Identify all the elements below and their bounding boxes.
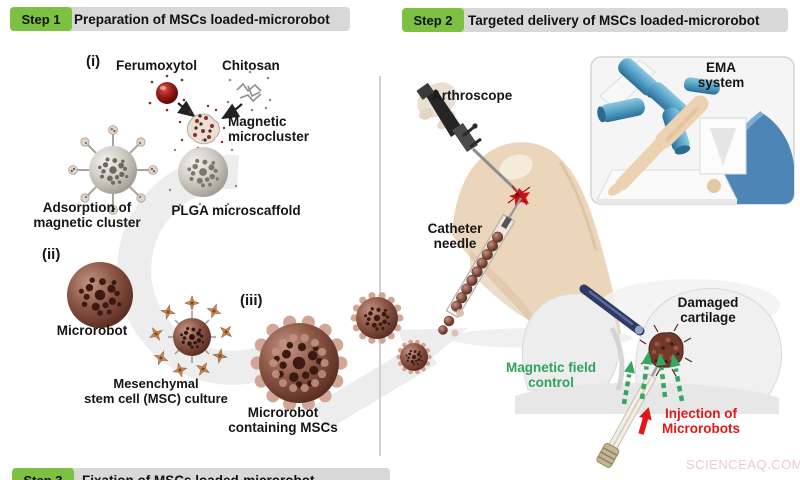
step1-bar: Step 1 Preparation of MSCs loaded-micror…: [10, 7, 350, 31]
substep-iii-label: (iii): [240, 292, 263, 309]
ferumoxytol-label: Ferumoxytol: [116, 58, 198, 73]
watermark: SCIENCEAQ.COM: [686, 457, 800, 472]
microrobot-mscs-label: Microrobot containing MSCs: [228, 405, 338, 436]
plga-microscaffold: [168, 138, 238, 207]
adsorption-label: Adsorption of magnetic cluster: [33, 200, 141, 231]
chitosan-particle: [226, 70, 272, 112]
mixing-arrows: [177, 100, 243, 120]
step3-title: Fixation of MSCs loaded-microrobot: [82, 472, 315, 480]
step3-badge-label: Step 3: [23, 472, 63, 480]
magnetic-field-control-label: Magnetic field control: [505, 360, 596, 391]
arthroscope-tool: [416, 82, 519, 193]
microrobot-sphere: [67, 262, 133, 328]
step3-bar: Step 3 Fixation of MSCs loaded-microrobo…: [12, 468, 390, 480]
injection-label: Injection of Microrobots: [661, 406, 740, 437]
step1-badge: Step 1: [10, 7, 72, 31]
ferumoxytol-particle: [148, 74, 186, 112]
microrobot-containing-mscs: [250, 315, 348, 411]
damaged-cartilage-label: Damaged cartilage: [677, 295, 739, 326]
magnetic-microcluster-label: Magnetic microcluster: [228, 114, 310, 145]
step2-badge: Step 2: [402, 8, 464, 32]
plga-label: PLGA microscaffold: [171, 203, 301, 218]
arthroscope-probe-rod: [579, 284, 645, 336]
cartilage-scene: [515, 279, 782, 414]
chitosan-label: Chitosan: [222, 58, 280, 73]
substep-i-label: (i): [86, 53, 101, 70]
microrobot-label: Microrobot: [56, 323, 128, 338]
magnetic-microcluster: [178, 104, 226, 150]
msc-culture: [145, 295, 237, 380]
flowing-microrobots: [350, 292, 432, 375]
magnetic-cluster-adsorbed-scaffold: [68, 125, 158, 215]
catheter-needle-tool: [438, 197, 522, 337]
step2-bar: Step 2 Targeted delivery of MSCs loaded-…: [402, 8, 788, 32]
step2-badge-label: Step 2: [413, 12, 453, 28]
step3-badge: Step 3: [12, 468, 74, 480]
injection-arrow: [638, 407, 652, 435]
cartilage-damage-spot: [507, 185, 531, 206]
arthroscope-label: Arthroscope: [432, 88, 513, 103]
step1-badge-label: Step 1: [21, 11, 61, 27]
injection-syringe: [596, 363, 660, 468]
ema-system-label: EMA system: [697, 60, 745, 91]
step2-title: Targeted delivery of MSCs loaded-microro…: [468, 12, 760, 28]
msc-culture-label: Mesenchymal stem cell (MSC) culture: [84, 376, 228, 406]
substep-ii-label: (ii): [42, 246, 61, 263]
step1-title: Preparation of MSCs loaded-microrobot: [74, 11, 330, 27]
catheter-needle-label: Catheter needle: [427, 221, 483, 252]
ema-system-inset: [590, 56, 795, 205]
